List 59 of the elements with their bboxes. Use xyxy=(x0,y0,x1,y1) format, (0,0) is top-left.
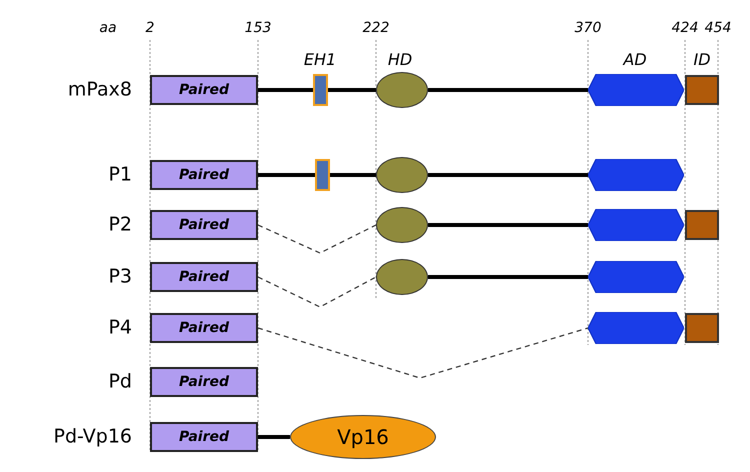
eh1-domain-box xyxy=(313,74,328,106)
linker-line xyxy=(428,275,588,279)
paired-domain-box xyxy=(150,367,258,397)
linker-line xyxy=(428,223,588,227)
domain-name: Paired xyxy=(178,167,230,183)
domain-name: Paired xyxy=(178,374,230,390)
domain-label: HD xyxy=(388,52,412,68)
eh1-domain-box xyxy=(315,159,330,191)
inhibitory-domain-box xyxy=(685,210,719,240)
homeodomain-ellipse xyxy=(376,157,428,193)
isoform-label: P1 xyxy=(108,166,132,184)
activation-domain-hexagon xyxy=(588,312,684,344)
isoform-label: mPax8 xyxy=(68,80,132,100)
splice-line xyxy=(258,327,588,379)
residue-number: 454 xyxy=(704,21,732,35)
domain-label: EH1 xyxy=(304,52,336,68)
homeodomain-ellipse xyxy=(376,259,428,295)
paired-domain-box xyxy=(150,210,258,240)
linker-line xyxy=(428,173,588,177)
residue-number: 370 xyxy=(574,21,602,35)
isoform-label: P4 xyxy=(108,318,132,338)
linker-line xyxy=(258,435,290,439)
paired-domain-box xyxy=(150,160,258,190)
linker-line xyxy=(328,88,376,92)
linker-line xyxy=(258,173,315,177)
isoform-label: P2 xyxy=(108,216,132,234)
domain-label: ID xyxy=(693,52,711,68)
paired-domain-box xyxy=(150,313,258,343)
linker-line xyxy=(258,88,313,92)
activation-domain-hexagon xyxy=(588,74,684,106)
homeodomain-ellipse xyxy=(376,207,428,243)
linker-line xyxy=(428,88,588,92)
homeodomain-ellipse xyxy=(376,72,428,108)
domain-label: AD xyxy=(623,52,647,68)
domain-name: Vp16 xyxy=(337,425,389,449)
splice-line xyxy=(258,224,376,254)
domain-name: Paired xyxy=(178,320,230,336)
domain-name: Paired xyxy=(178,269,230,285)
unit-label: aa xyxy=(99,21,117,35)
activation-domain-hexagon xyxy=(588,159,684,191)
domain-name: Paired xyxy=(178,217,230,233)
isoform-label: Pd-Vp16 xyxy=(54,428,132,446)
isoform-label: P3 xyxy=(108,268,132,286)
domain-name: Paired xyxy=(178,429,230,445)
residue-number: 153 xyxy=(244,21,272,35)
isoform-label: Pd xyxy=(108,372,132,392)
paired-domain-box xyxy=(150,75,258,105)
activation-domain-hexagon xyxy=(588,261,684,293)
splice-line xyxy=(258,276,376,308)
paired-domain-box xyxy=(150,422,258,452)
activation-domain-hexagon xyxy=(588,209,684,241)
residue-number: 424 xyxy=(672,21,698,35)
inhibitory-domain-box xyxy=(685,313,719,343)
domain-name: Paired xyxy=(178,82,230,98)
linker-line xyxy=(330,173,376,177)
residue-number: 222 xyxy=(362,21,390,35)
inhibitory-domain-box xyxy=(685,75,719,105)
residue-number: 2 xyxy=(146,21,154,35)
paired-domain-box xyxy=(150,262,258,292)
